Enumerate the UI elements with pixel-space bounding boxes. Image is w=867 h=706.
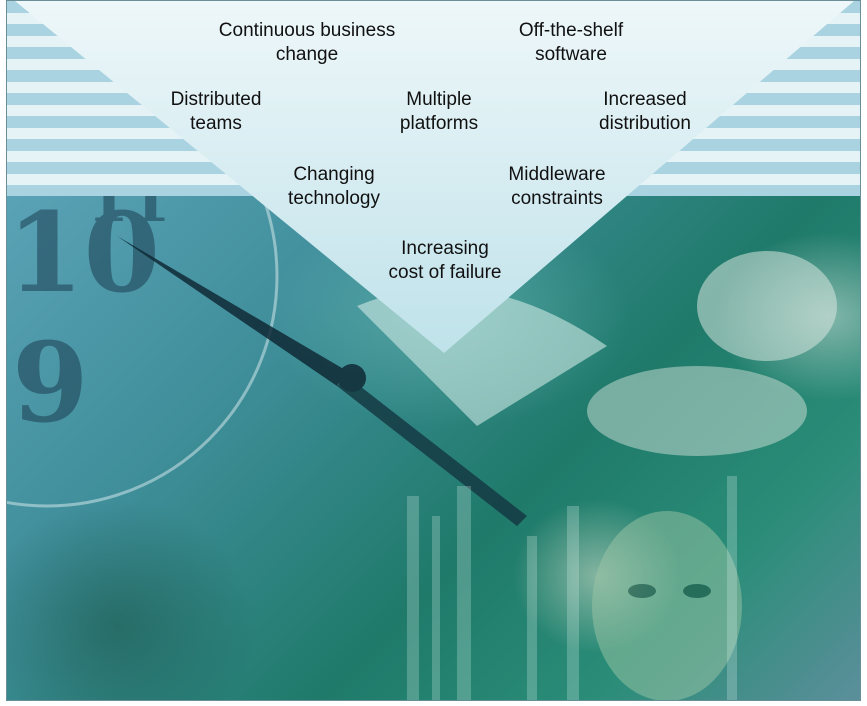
inverted-triangle [15,1,854,353]
label-changing-technology: Changing technology [288,164,380,209]
label-multiple-platforms: Multiple platforms [399,89,479,134]
diagram-frame: 10 9 11 [6,0,861,701]
svg-text:10: 10 [7,196,160,317]
label-continuous-business-change: Continuous business change [218,20,396,65]
svg-text:9: 9 [12,318,89,447]
hand-icon [587,251,837,456]
label-distributed-teams: Distributed teams [170,89,262,134]
clock-hand-icon [117,236,527,526]
label-off-the-shelf-software: Off-the-shelf software [518,20,624,65]
label-increased-distribution: Increased distribution [599,89,691,134]
bar-texture [407,476,737,700]
label-middleware-constraints: Middleware constraints [508,164,606,209]
face-icon [592,511,742,700]
svg-text:11: 11 [87,196,171,236]
collage-shapes: 10 9 11 [7,196,837,700]
label-increasing-cost-of-failure: Increasing cost of failure [388,238,502,283]
clock-face-icon: 10 9 11 [7,196,279,508]
